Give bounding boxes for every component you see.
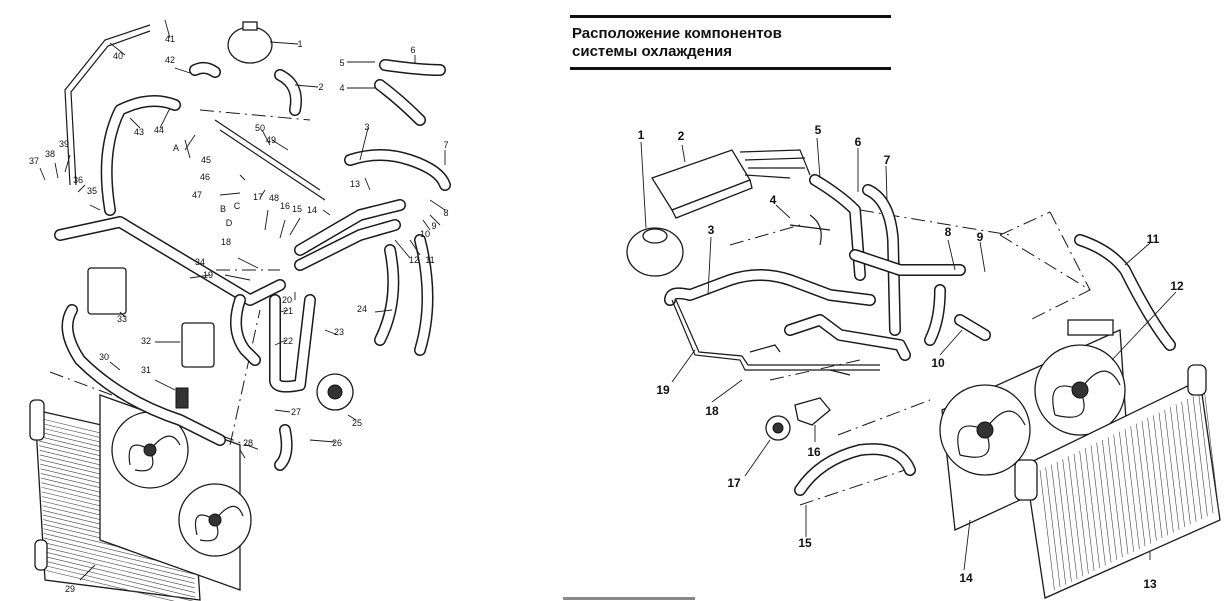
left-callout-21: 21 xyxy=(283,306,293,316)
left-callout-47: 47 xyxy=(192,190,202,200)
right-callout-5: 5 xyxy=(815,123,822,137)
title-block: Расположение компонентов системы охлажде… xyxy=(570,15,891,70)
right-callout-11: 11 xyxy=(1147,232,1160,246)
left-callout-14: 14 xyxy=(307,205,317,215)
right-radiator xyxy=(1014,364,1221,599)
left-callout-5: 5 xyxy=(339,58,344,68)
left-callout-19: 19 xyxy=(203,270,213,280)
left-letter-B: B xyxy=(220,204,226,214)
left-callout-1: 1 xyxy=(297,39,302,49)
left-callout-20: 20 xyxy=(282,295,292,305)
left-callout-6: 6 xyxy=(410,45,415,55)
left-callout-36: 36 xyxy=(73,175,83,185)
left-callout-23: 23 xyxy=(334,327,344,337)
right-thermostat xyxy=(765,397,831,441)
left-callout-29: 29 xyxy=(65,584,75,594)
left-callout-12: 12 xyxy=(409,255,419,265)
left-callout-15: 15 xyxy=(292,204,302,214)
left-callout-8: 8 xyxy=(443,208,448,218)
left-callout-31: 31 xyxy=(141,365,151,375)
left-callout-10: 10 xyxy=(420,229,430,239)
left-callout-34: 34 xyxy=(195,257,205,267)
left-callout-24: 24 xyxy=(357,304,367,314)
left-callout-45: 45 xyxy=(201,155,211,165)
right-callout-3: 3 xyxy=(708,223,715,237)
left-callout-38: 38 xyxy=(45,149,55,159)
left-heat-exchanger xyxy=(181,322,215,368)
right-callout-8: 8 xyxy=(945,225,952,239)
left-callout-48: 48 xyxy=(269,193,279,203)
left-callout-28: 28 xyxy=(243,438,253,448)
left-callout-26: 26 xyxy=(332,438,342,448)
left-callout-41: 41 xyxy=(165,34,175,44)
title-bottom-rule xyxy=(570,67,891,70)
left-letter-C: C xyxy=(234,201,241,211)
title-top-rule xyxy=(570,15,891,18)
left-callout-13: 13 xyxy=(350,179,360,189)
left-callout-39: 39 xyxy=(59,139,69,149)
left-letter-A: A xyxy=(173,143,179,153)
left-callout-37: 37 xyxy=(29,156,39,166)
left-callout-25: 25 xyxy=(352,418,362,428)
left-callout-9: 9 xyxy=(431,221,436,231)
left-callout-7: 7 xyxy=(443,140,448,150)
left-callout-33: 33 xyxy=(117,314,127,324)
right-callout-12: 12 xyxy=(1170,279,1184,293)
left-callout-44: 44 xyxy=(154,125,164,135)
left-callout-32: 32 xyxy=(141,336,151,346)
left-callout-18: 18 xyxy=(221,237,231,247)
left-callout-50: 50 xyxy=(255,123,265,133)
right-callout-13: 13 xyxy=(1143,577,1157,591)
left-callout-43: 43 xyxy=(134,127,144,137)
left-expansion-tank xyxy=(227,21,273,64)
right-heater-core xyxy=(651,149,811,219)
right-expansion-tank xyxy=(626,227,684,277)
right-callout-1: 1 xyxy=(638,128,645,142)
title-line-1: Расположение компонентов xyxy=(572,25,782,42)
left-callout-27: 27 xyxy=(291,407,301,417)
left-callout-22: 22 xyxy=(283,336,293,346)
bottom-scroll-rule xyxy=(563,597,695,600)
right-callout-17: 17 xyxy=(727,476,741,490)
left-callout-40: 40 xyxy=(113,51,123,61)
left-callout-16: 16 xyxy=(280,201,290,211)
left-hoses xyxy=(54,24,451,471)
right-callout-18: 18 xyxy=(705,404,719,418)
left-callout-30: 30 xyxy=(99,352,109,362)
left-callout-17: 17 xyxy=(253,192,263,202)
right-fan-assembly xyxy=(939,319,1129,531)
left-sensor xyxy=(175,387,189,409)
left-callout-2: 2 xyxy=(318,82,323,92)
page-title: Расположение компонентов системы охлажде… xyxy=(570,18,891,67)
left-oil-cooler xyxy=(87,267,127,315)
left-callout-49: 49 xyxy=(266,135,276,145)
left-letter-D: D xyxy=(226,218,233,228)
right-callout-19: 19 xyxy=(656,383,670,397)
right-callout-2: 2 xyxy=(678,129,685,143)
right-hoses xyxy=(664,174,1176,496)
left-callout-3: 3 xyxy=(364,122,369,132)
right-callout-10: 10 xyxy=(931,356,945,370)
title-line-2: системы охлаждения xyxy=(572,43,733,60)
right-callout-6: 6 xyxy=(855,135,862,149)
right-callout-16: 16 xyxy=(807,445,821,459)
left-fan-shroud xyxy=(99,394,252,591)
right-callout-9: 9 xyxy=(977,230,984,244)
left-callout-11: 11 xyxy=(425,255,434,265)
left-cooling-diagram: 1234567891011121314151617181920212223242… xyxy=(29,19,451,601)
right-callout-14: 14 xyxy=(959,571,973,585)
left-callout-46: 46 xyxy=(200,172,210,182)
right-callout-15: 15 xyxy=(798,536,812,550)
right-callout-7: 7 xyxy=(884,153,891,167)
right-callout-4: 4 xyxy=(770,193,777,207)
left-callout-42: 42 xyxy=(165,55,175,65)
left-callout-35: 35 xyxy=(87,186,97,196)
left-callout-4: 4 xyxy=(339,83,344,93)
